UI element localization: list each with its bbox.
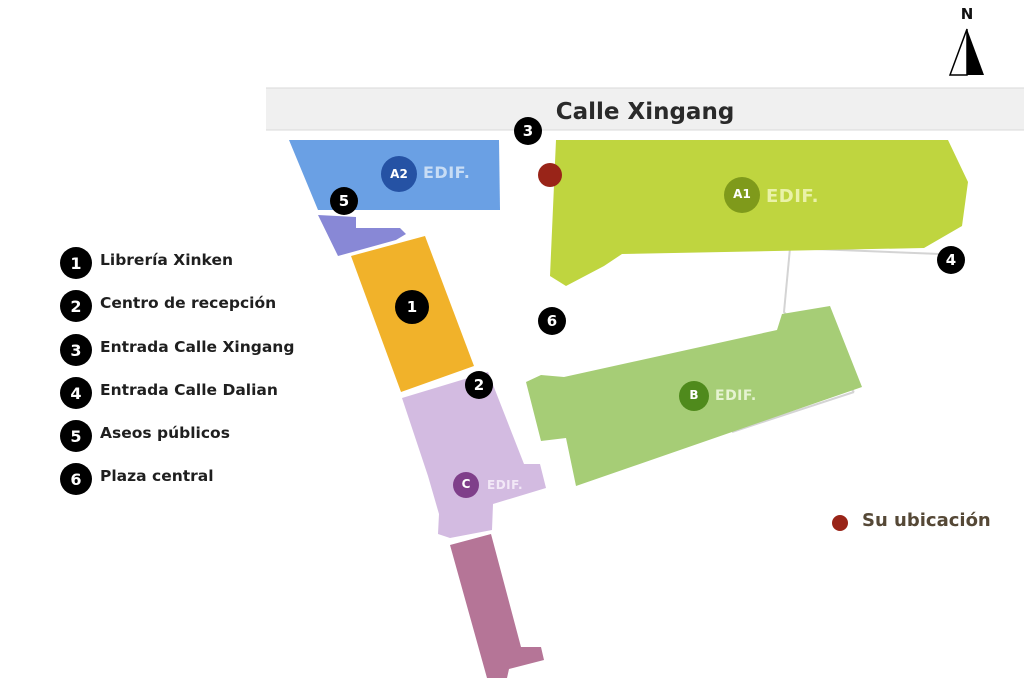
legend-item-3: 3 Entrada Calle Xingang xyxy=(60,334,294,366)
legend-item-6: 6 Plaza central xyxy=(60,463,214,495)
marker-2[interactable]: 2 xyxy=(465,371,493,399)
marker-5[interactable]: 5 xyxy=(330,187,358,215)
building-c[interactable] xyxy=(402,372,546,538)
svg-text:B: B xyxy=(689,388,698,402)
building-a2-badge xyxy=(381,156,417,192)
legend-item-5: 5 Aseos públicos xyxy=(60,420,230,452)
legend-number-badge: 4 xyxy=(60,377,92,409)
building-a1[interactable] xyxy=(550,140,968,286)
north-label: N xyxy=(961,5,974,23)
legend-label: Entrada Calle Xingang xyxy=(100,338,295,356)
legend-item-2: 2 Centro de recepción xyxy=(60,290,276,322)
svg-text:2: 2 xyxy=(474,376,484,394)
svg-text:EDIF.: EDIF. xyxy=(487,478,523,492)
svg-text:A1: A1 xyxy=(733,187,751,201)
annex-block[interactable] xyxy=(450,534,544,678)
street-name: Calle Xingang xyxy=(556,99,735,125)
legend-number-badge: 3 xyxy=(60,334,92,366)
marker-4[interactable]: 4 xyxy=(937,246,965,274)
svg-text:1: 1 xyxy=(407,298,417,316)
north-arrow-icon: N xyxy=(948,5,984,76)
building-c-badge xyxy=(453,472,479,498)
svg-text:5: 5 xyxy=(339,192,349,210)
you-are-here-legend: Su ubicación xyxy=(832,510,991,531)
svg-text:3: 3 xyxy=(523,122,533,140)
marker-1[interactable]: 1 xyxy=(395,290,429,324)
svg-text:A2: A2 xyxy=(390,167,408,181)
legend-number-badge: 1 xyxy=(60,247,92,279)
location-dot-icon xyxy=(832,515,848,531)
legend-label: Plaza central xyxy=(100,467,214,485)
svg-text:EDIF.: EDIF. xyxy=(766,186,819,207)
svg-text:EDIF.: EDIF. xyxy=(715,388,757,404)
you-are-here-marker xyxy=(538,163,562,187)
building-a1-badge xyxy=(724,177,760,213)
svg-text:C: C xyxy=(462,477,471,491)
legend-number-badge: 5 xyxy=(60,420,92,452)
marker-3[interactable]: 3 xyxy=(514,117,542,145)
building-c-label: C EDIF. xyxy=(453,472,523,498)
legend-number-badge: 2 xyxy=(60,290,92,322)
legend-label: Entrada Calle Dalian xyxy=(100,381,278,399)
legend-label: Librería Xinken xyxy=(100,251,233,269)
building-b-badge xyxy=(679,381,709,411)
building-b-label: B EDIF. xyxy=(679,381,757,411)
legend-number-badge: 6 xyxy=(60,463,92,495)
restroom-block[interactable] xyxy=(318,215,406,256)
street-band xyxy=(266,88,1024,130)
svg-text:EDIF.: EDIF. xyxy=(423,163,470,182)
legend-label: Aseos públicos xyxy=(100,424,230,442)
svg-text:4: 4 xyxy=(946,251,956,269)
legend-item-1: 1 Librería Xinken xyxy=(60,247,233,279)
svg-text:6: 6 xyxy=(547,312,557,330)
legend-label: Centro de recepción xyxy=(100,294,277,312)
marker-6[interactable]: 6 xyxy=(538,307,566,335)
building-a1-label: A1 EDIF. xyxy=(724,177,819,213)
legend-item-4: 4 Entrada Calle Dalian xyxy=(60,377,278,409)
building-a2-label: A2 EDIF. xyxy=(381,156,470,192)
you-are-here-label: Su ubicación xyxy=(862,509,991,531)
